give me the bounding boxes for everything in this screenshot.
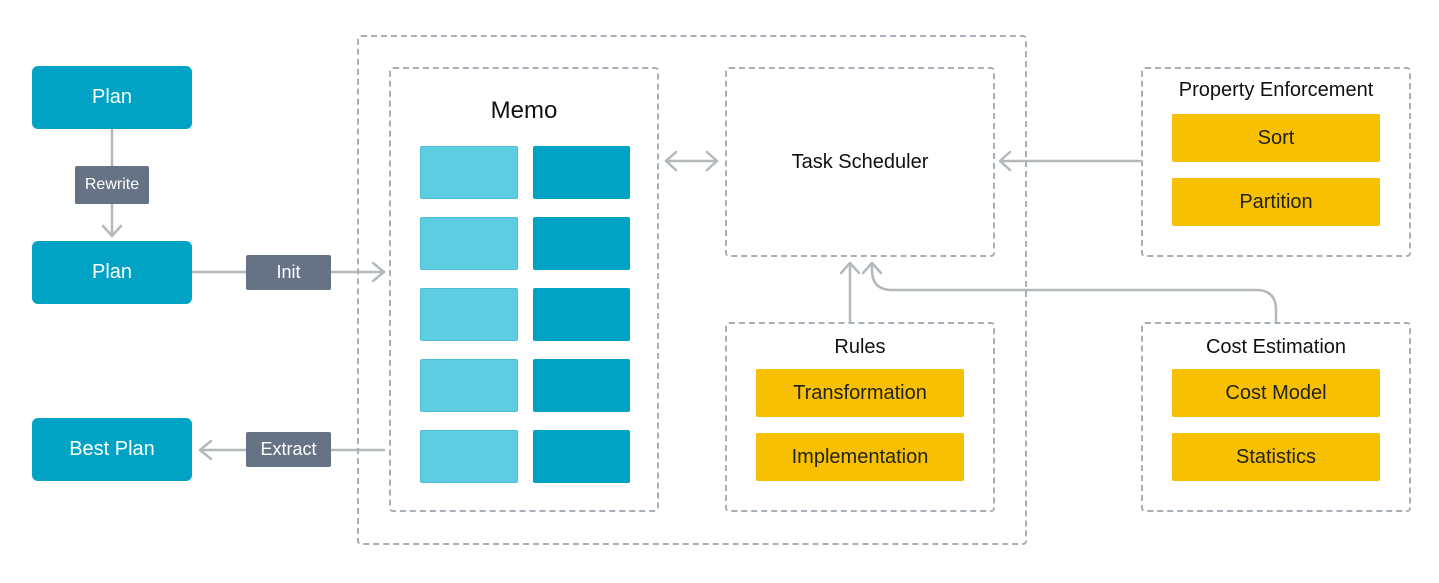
extract-label: Extract bbox=[260, 439, 317, 459]
memo-grid bbox=[420, 146, 630, 484]
transformation-label: Transformation bbox=[793, 381, 927, 404]
task-scheduler-title: Task Scheduler bbox=[791, 151, 929, 173]
statistics-label: Statistics bbox=[1235, 445, 1317, 468]
memo-expression-cell bbox=[533, 217, 630, 270]
rules-title: Rules bbox=[834, 336, 886, 358]
memo-scheduler-arrow-head-right bbox=[705, 150, 719, 172]
memo-group-cell bbox=[420, 217, 518, 270]
statistics-box: Statistics bbox=[1172, 433, 1380, 481]
memo-expression-cell bbox=[533, 288, 630, 341]
sort-label: Sort bbox=[1257, 126, 1295, 149]
cost-model-box: Cost Model bbox=[1172, 369, 1380, 417]
best-plan-box: Best Plan bbox=[32, 418, 192, 481]
implementation-box: Implementation bbox=[756, 433, 964, 481]
task-scheduler-panel: Task Scheduler bbox=[725, 67, 995, 257]
cost-estimation-panel: Cost Estimation Cost Model Statistics bbox=[1141, 322, 1411, 512]
plan-box-top: Plan bbox=[32, 66, 192, 129]
property-enforcement-panel: Property Enforcement Sort Partition bbox=[1141, 67, 1411, 257]
memo-group-cell bbox=[420, 146, 518, 199]
rewrite-arrow-head bbox=[101, 224, 123, 238]
plan-box-middle: Plan bbox=[32, 241, 192, 304]
init-tag: Init bbox=[246, 255, 331, 290]
extract-arrow-head bbox=[198, 439, 213, 461]
best-plan-label: Best Plan bbox=[69, 438, 155, 460]
memo-scheduler-arrow-head-left bbox=[664, 150, 678, 172]
cost-estimation-title: Cost Estimation bbox=[1205, 336, 1347, 358]
sort-box: Sort bbox=[1172, 114, 1380, 162]
implementation-label: Implementation bbox=[791, 445, 929, 468]
rules-scheduler-arrow-head bbox=[839, 261, 861, 275]
rules-panel: Rules Transformation Implementation bbox=[725, 322, 995, 512]
memo-expression-cell bbox=[533, 146, 630, 199]
rewrite-label: Rewrite bbox=[84, 176, 140, 193]
partition-box: Partition bbox=[1172, 178, 1380, 226]
plan-top-label: Plan bbox=[91, 86, 133, 108]
memo-group-cell bbox=[420, 288, 518, 341]
property-enforcement-title: Property Enforcement bbox=[1178, 79, 1374, 101]
memo-expression-cell bbox=[533, 430, 630, 483]
optimizer-container bbox=[357, 35, 1027, 545]
property-scheduler-arrow-head bbox=[998, 150, 1012, 172]
cost-scheduler-arrow-line bbox=[870, 261, 1278, 324]
extract-tag: Extract bbox=[246, 432, 331, 467]
init-label: Init bbox=[276, 262, 301, 282]
cost-model-label: Cost Model bbox=[1225, 381, 1327, 404]
memo-group-cell bbox=[420, 359, 518, 412]
memo-panel: Memo bbox=[389, 67, 659, 512]
partition-label: Partition bbox=[1239, 190, 1313, 213]
memo-title: Memo bbox=[490, 97, 558, 124]
memo-group-cell bbox=[420, 430, 518, 483]
plan-mid-label: Plan bbox=[91, 261, 133, 283]
cost-scheduler-arrow-head bbox=[861, 261, 883, 275]
rewrite-tag: Rewrite bbox=[75, 166, 149, 204]
transformation-box: Transformation bbox=[756, 369, 964, 417]
memo-expression-cell bbox=[533, 359, 630, 412]
init-arrow-head bbox=[371, 261, 386, 283]
